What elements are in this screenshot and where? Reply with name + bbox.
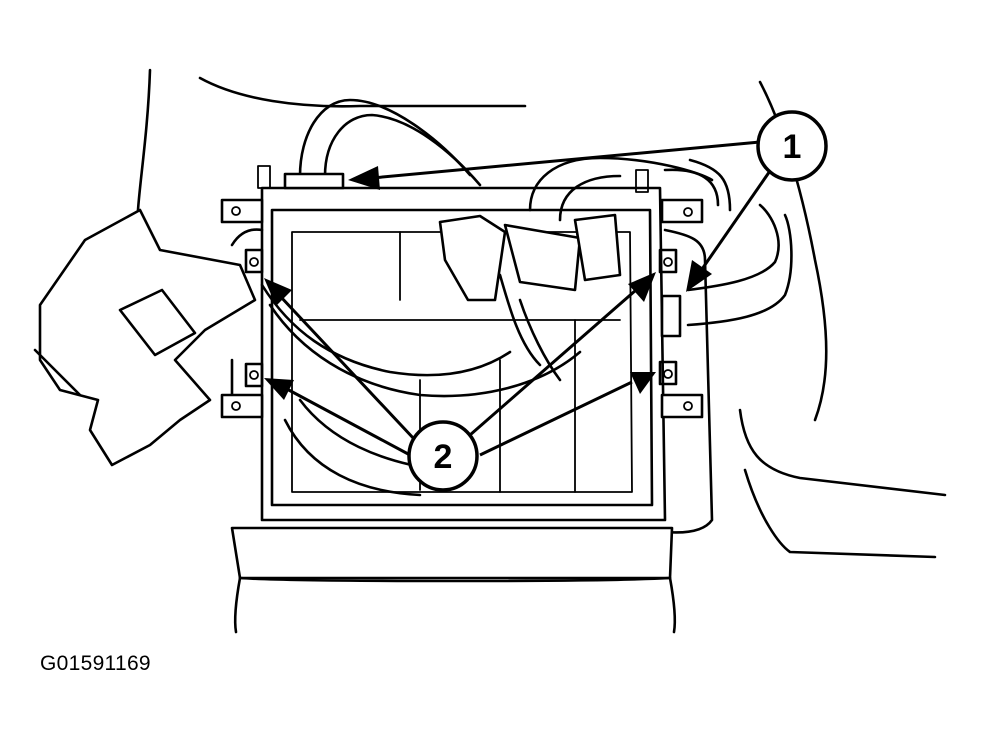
callout-2-label: 2 [434, 438, 453, 476]
figure-id-label: G01591169 [40, 652, 151, 675]
tab-top-right [660, 198, 704, 224]
bolt-lower-right [658, 360, 678, 386]
tab-top-left [220, 198, 264, 224]
connector-top [283, 172, 345, 190]
electrical-connectors [283, 172, 682, 338]
mounting-tabs [220, 165, 704, 419]
tab-bottom-left [220, 393, 264, 419]
callout-1: 1 [756, 110, 828, 182]
lower-module [230, 526, 677, 634]
callout-1-label: 1 [783, 128, 802, 166]
fastener-bolts [244, 248, 678, 388]
connector-right [660, 294, 682, 338]
bolt-upper-left [244, 248, 264, 274]
leader-arrows-2 [264, 272, 656, 457]
wiring-harness [260, 98, 793, 497]
leader-arrows-1 [348, 140, 774, 292]
bolt-lower-left [244, 362, 264, 388]
left-strap [33, 208, 257, 467]
bolt-upper-right [658, 248, 678, 274]
tab-bottom-right [660, 393, 704, 419]
callout-2: 2 [407, 420, 479, 492]
